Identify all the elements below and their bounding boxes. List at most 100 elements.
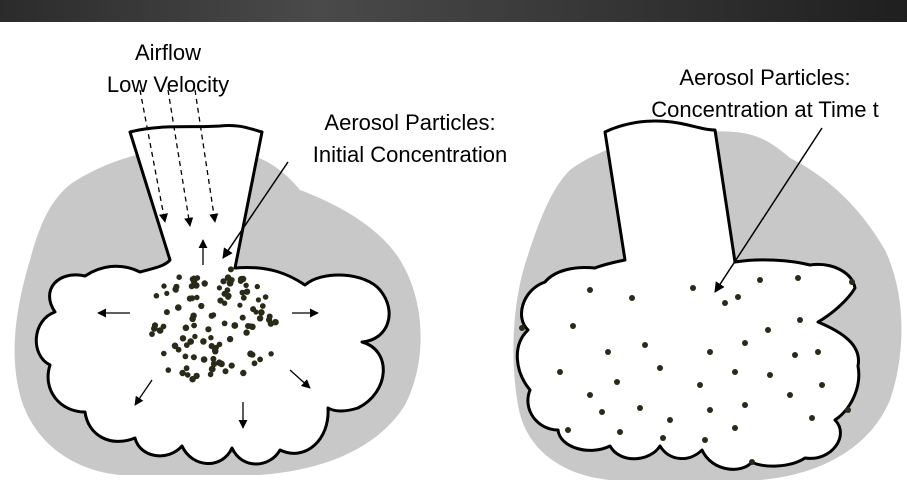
particle-dot [268,351,273,356]
particle-dot [227,336,233,342]
right-alveolus-panel: Aerosol Particles: Concentration at Time… [513,65,901,480]
particle-dot [191,276,197,282]
right-particles-label-line2: Concentration at Time t [651,97,878,122]
particle-dot [208,372,214,378]
particle-dot [180,335,186,341]
particle-dot [742,402,748,408]
particle-dot [191,354,197,360]
particle-dot [225,294,231,300]
particle-dot [642,342,648,348]
particle-dot [557,369,563,375]
particle-dot [749,459,755,465]
particle-dot [257,315,263,321]
particle-dot [173,287,179,293]
particle-dot [255,284,260,289]
particle-dot [697,382,703,388]
particle-dot [657,365,663,371]
particle-dot [258,309,265,316]
particle-dot [263,294,269,300]
particle-dot [149,331,155,337]
particle-dot [599,409,605,415]
particle-dot [187,338,194,345]
particle-dot [250,352,256,358]
particle-dot [792,352,798,358]
particle-dot [765,327,771,333]
particle-dot [152,322,158,328]
particle-dot [179,370,185,376]
particle-dot [809,415,815,421]
particle-dot [161,283,166,288]
particle-dot [166,367,172,373]
airflow-label: Airflow [135,40,201,65]
particle-dot [202,280,208,286]
particle-dot [707,407,713,413]
particle-dot [218,361,225,368]
particle-dot [795,275,801,281]
particle-dot [257,357,263,363]
particle-dot [690,285,696,291]
particle-dot [565,427,571,433]
particle-dot [735,294,741,300]
particle-dot [707,349,713,355]
particle-dot [231,322,238,329]
particle-dot [245,323,251,329]
particle-dot [629,295,635,301]
particle-dot [161,324,167,330]
particle-dot [237,303,242,308]
particle-dot [192,334,197,339]
particle-dot [212,347,218,353]
particle-dot [240,276,246,282]
low-velocity-label: Low Velocity [107,72,229,97]
particle-dot [209,313,215,319]
particle-dot [184,365,190,371]
particle-dot [849,279,855,285]
particle-dot [208,335,213,340]
particle-dot [702,437,708,443]
particle-dot [164,291,169,296]
particle-dot [223,368,229,374]
particle-dot [757,277,763,283]
particle-dot [191,323,197,329]
particle-dot [228,266,234,272]
particle-dot [256,297,261,302]
particle-dot [241,295,247,301]
particle-dot [172,343,179,350]
particle-dot [722,300,728,306]
particle-dot [222,321,228,327]
left-alveolus-panel: Airflow Low Velocity Aerosol Particles: … [15,40,508,475]
particle-dot [210,356,216,362]
particle-dot [243,283,248,288]
particle-dot [660,435,666,441]
particle-dot [164,309,170,315]
particle-dot [154,293,160,299]
particle-dot [250,306,256,312]
left-particles-label-line2: Initial Concentration [313,142,507,167]
particle-dot [819,382,825,388]
particle-dot [767,372,773,378]
particle-dot [614,379,620,385]
particle-dot [519,325,525,331]
particle-dot [194,295,199,300]
particle-dot [732,369,738,375]
particle-dot [252,360,258,366]
particle-dot [260,303,266,309]
particle-dot [176,274,182,280]
particle-dot [189,316,196,323]
particle-dot [240,290,246,296]
particle-dot [587,287,593,293]
particle-dot [587,392,593,398]
particle-dot [605,349,611,355]
particle-dot [667,417,673,423]
particle-dot [742,340,748,346]
particle-dot [225,274,232,281]
particle-dot [200,338,207,345]
particle-dot [797,317,803,323]
particle-dot [205,326,211,332]
particle-dot [209,366,216,373]
particle-dot [240,315,246,321]
particle-dot [222,301,227,306]
particle-dot [198,303,204,309]
left-particles-label-line1: Aerosol Particles: [324,110,495,135]
particle-dot [189,283,195,289]
particle-dot [845,407,851,413]
